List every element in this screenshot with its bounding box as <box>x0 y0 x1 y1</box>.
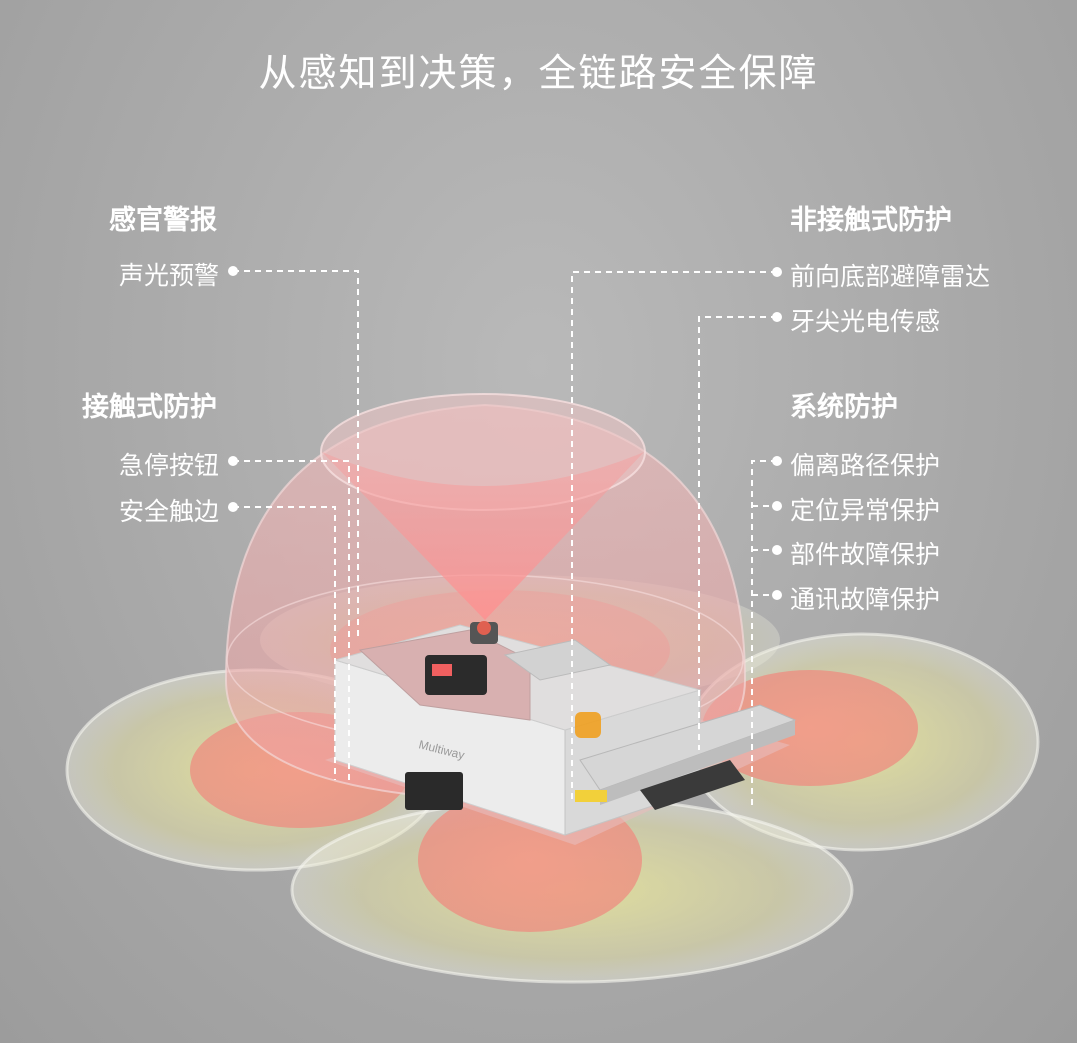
dot-comm <box>772 590 782 600</box>
dot-alarm <box>228 266 238 276</box>
dot-locate <box>772 501 782 511</box>
lidar-cone <box>322 452 644 620</box>
callout-line-system <box>751 460 777 805</box>
screen-indicator <box>432 664 452 676</box>
callout-line-alarm <box>233 270 359 640</box>
heading-system-protection: 系统防护 <box>790 392 898 423</box>
dot-estop <box>228 456 238 466</box>
item-front-bottom-radar: 前向底部避障雷达 <box>790 262 991 291</box>
item-emergency-stop: 急停按钮 <box>118 451 219 480</box>
front-vent <box>405 772 463 810</box>
item-communication-fault: 通讯故障保护 <box>790 585 941 614</box>
fork-arm-side <box>600 720 795 805</box>
callout-line-radar <box>571 271 777 800</box>
dot-part <box>772 545 782 555</box>
dot-edge <box>228 502 238 512</box>
fork-wheel-housing <box>640 760 745 810</box>
safety-edge-yellow <box>575 790 607 802</box>
page-title: 从感知到决策，全链路安全保障 <box>258 51 819 95</box>
dot-radar <box>772 267 782 277</box>
item-component-fault: 部件故障保护 <box>790 540 941 569</box>
dot-photo <box>772 312 782 322</box>
callout-line-edge <box>233 506 336 780</box>
stop-knob <box>477 621 491 635</box>
callout-lines <box>233 270 777 805</box>
roller-deck-rear <box>503 639 612 681</box>
callout-dots <box>228 266 782 600</box>
safety-light <box>575 712 601 738</box>
item-fork-tip-photoelectric: 牙尖光电传感 <box>790 307 941 336</box>
heading-contact-protection: 接触式防护 <box>82 392 217 423</box>
heading-sensory-alarm: 感官警报 <box>109 205 217 236</box>
item-light-sound-warning: 声光预警 <box>118 261 219 290</box>
dot-path <box>772 456 782 466</box>
item-safety-edge: 安全触边 <box>118 497 219 526</box>
heading-noncontact-protection: 非接触式防护 <box>790 205 952 236</box>
callout-line-photo <box>698 316 777 750</box>
item-path-deviation: 偏离路径保护 <box>790 451 941 480</box>
agv-robot: Multiway <box>325 621 797 845</box>
item-localization-anomaly: 定位异常保护 <box>790 496 941 525</box>
callout-line-estop <box>233 460 350 780</box>
